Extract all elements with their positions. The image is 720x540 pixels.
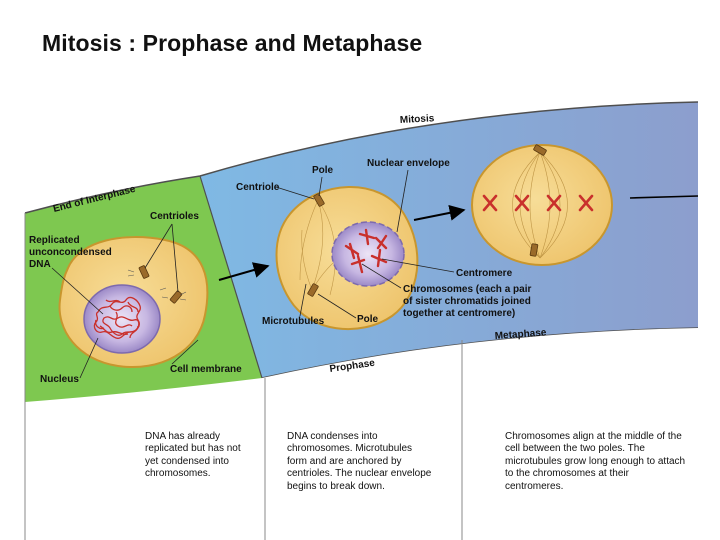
white-bottom-left xyxy=(25,402,262,540)
centrioles-label: Centrioles xyxy=(150,211,199,222)
pole-bottom-label: Pole xyxy=(357,314,379,325)
microtubules-label: Microtubules xyxy=(262,316,325,327)
prophase-description: DNA condenses into chromosomes. Microtub… xyxy=(287,431,432,492)
cell-membrane-leader xyxy=(171,339,199,365)
prophase-centriole-bottom xyxy=(307,283,319,297)
centrioles-leader-1 xyxy=(144,223,173,269)
arrow-metaphase-out xyxy=(629,195,699,199)
slide-title: Mitosis : Prophase and Metaphase xyxy=(42,30,423,56)
arrow-interphase-to-prophase xyxy=(218,262,270,281)
replicated-dna-label-1: Replicated xyxy=(29,235,80,246)
metaphase-cell xyxy=(471,144,613,266)
centriole-leader xyxy=(275,186,315,200)
nucleus-leader xyxy=(79,337,99,379)
chromosomes-label-2: of sister chromatids joined xyxy=(403,296,531,307)
interphase-centrioles xyxy=(127,265,187,304)
replicated-dna-label-2: unconcondensed xyxy=(29,247,112,258)
prophase-nucleus xyxy=(331,221,405,287)
replicated-dna-label-3: DNA xyxy=(29,259,51,270)
prophase-chromosomes xyxy=(344,228,388,274)
band-top-edge xyxy=(24,101,699,214)
interphase-nucleus xyxy=(83,284,161,354)
nuclear-envelope-leader xyxy=(396,169,409,233)
prophase-centriole-top xyxy=(313,193,325,207)
centromere-label: Centromere xyxy=(456,268,513,279)
nucleus-label: Nucleus xyxy=(40,374,79,385)
prophase-cell xyxy=(275,186,419,331)
microtubules-leader xyxy=(299,283,307,317)
nuclear-envelope-label: Nuclear envelope xyxy=(367,158,450,169)
interphase-description: DNA has already replicated but has not y… xyxy=(145,431,241,480)
cell-membrane-label: Cell membrane xyxy=(170,364,242,375)
white-bottom-mid xyxy=(262,328,698,540)
metaphase-centriole-top xyxy=(533,144,547,156)
metaphase-description: Chromosomes align at the middle of the c… xyxy=(505,431,686,492)
centriole-label: Centriole xyxy=(236,182,280,193)
metaphase-centriole-bottom xyxy=(529,243,539,257)
dna-leader xyxy=(51,267,104,315)
centromere-leader xyxy=(381,258,455,273)
chromosomes-label-1: Chromosomes (each a pair xyxy=(403,284,531,295)
chromosomes-label-3: together at centromere) xyxy=(403,308,515,319)
centrioles-leader-2 xyxy=(171,223,179,293)
metaphase-band-label: Metaphase xyxy=(494,327,547,342)
pole-top-leader xyxy=(318,176,323,197)
interphase-cell xyxy=(58,236,209,368)
unconcondensed-dna xyxy=(93,296,141,339)
chromosomes-leader xyxy=(361,263,402,289)
pole-top-label: Pole xyxy=(312,165,334,176)
pole-bottom-leader xyxy=(317,293,357,319)
mitosis-band-label: Mitosis xyxy=(400,113,435,126)
metaphase-chromosomes xyxy=(482,194,594,212)
arrow-prophase-to-metaphase xyxy=(413,204,466,221)
metaphase-cell-membrane xyxy=(471,144,613,266)
